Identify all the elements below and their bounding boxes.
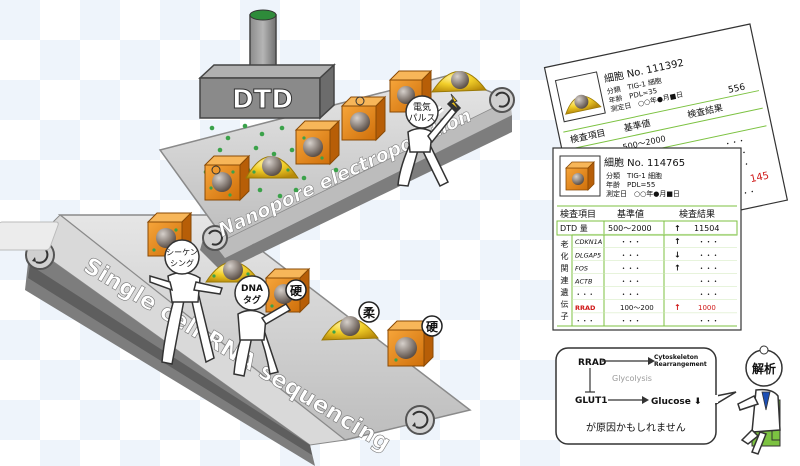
front-card-title: 細胞 No. 114765 xyxy=(604,156,685,169)
svg-text:柔: 柔 xyxy=(362,305,376,320)
pathway-rrad: RRAD xyxy=(578,358,606,368)
sequencing-label-2: シング xyxy=(170,258,194,268)
upper-roller-right xyxy=(489,87,515,113)
upper-cell-soft-2 xyxy=(431,71,487,93)
front-card-item-0: DTD 量 xyxy=(560,224,588,233)
pathway-cytoskeleton-1: Cytoskeleton xyxy=(654,354,698,361)
front-card-item-5: ・・・ xyxy=(575,291,595,299)
svg-text:年齢 PDL=55: 年齢 PDL=55 xyxy=(606,180,655,189)
front-card-col-item: 検査項目 xyxy=(560,208,596,220)
front-card-result-5: ・・・ xyxy=(698,291,719,299)
lower-belt-panel xyxy=(0,221,59,251)
front-card-item-7: ・・・ xyxy=(575,317,595,325)
back-card-dtd-result: 556 xyxy=(727,82,746,95)
pathway-glucose: Glucose xyxy=(651,397,691,407)
front-card-side-char-3: 連 xyxy=(561,275,569,285)
electric-pulse-label-2: パルス xyxy=(408,113,435,124)
pathway-glycolysis: Glycolysis xyxy=(612,374,652,383)
soft-badge: 柔 xyxy=(358,301,380,323)
front-card-item-2: DLGAP5 xyxy=(575,251,601,259)
front-card-standard-3: ・・・ xyxy=(620,264,641,272)
dtd-machine-label: DTD xyxy=(232,85,293,115)
front-card-result-0: 11504 xyxy=(694,224,719,233)
upper-cell-cube-3 xyxy=(340,95,387,142)
analyst-tie xyxy=(761,391,771,411)
front-card-arrow-icon-1: ↑ xyxy=(674,237,681,246)
hard-badge-2: 硬 xyxy=(421,315,443,337)
upper-roller-left xyxy=(202,225,228,251)
front-card-col-standard: 基準値 xyxy=(617,208,644,220)
front-card-result-6: 1000 xyxy=(698,304,716,312)
front-card-side-char-5: 伝 xyxy=(561,299,569,309)
lower-cell-soft-2 xyxy=(321,316,379,341)
front-card-standard-0: 500〜2000 xyxy=(608,224,652,233)
front-card-standard-6: 100〜200 xyxy=(620,304,654,312)
back-card-rrad-result: 145 xyxy=(749,170,770,185)
front-card-side-char-6: 子 xyxy=(561,312,569,321)
front-card-side-char-4: 遺 xyxy=(561,287,569,297)
result-card-front: 細胞 No. 114765 分類 TIG-1 細胞 年齢 PDL=55 測定日 … xyxy=(552,147,742,331)
front-card-item-4: ACTB xyxy=(574,278,593,286)
front-card-standard-5: ・・・ xyxy=(620,291,641,299)
front-card-result-2: ・・・ xyxy=(698,251,719,259)
front-card-side-char-0: 老 xyxy=(561,239,569,249)
dna-tag-label-2: タグ xyxy=(243,294,261,306)
front-card-arrow-icon-3: ↑ xyxy=(674,263,681,272)
sequencing-worker: シーケン シング xyxy=(149,239,223,365)
front-card-arrow-icon-6: ↑ xyxy=(674,303,681,312)
dna-tag-worker: DNA タグ xyxy=(233,275,292,377)
analysis-label: 解析 xyxy=(752,361,776,376)
front-card-standard-4: ・・・ xyxy=(620,278,641,286)
pathway-glut1: GLUT1 xyxy=(575,396,608,406)
svg-text:硬: 硬 xyxy=(426,320,439,334)
svg-text:測定日 ○○年●月■日: 測定日 ○○年●月■日 xyxy=(606,189,680,198)
electric-pulse-worker: 電気 パルス xyxy=(397,95,462,188)
lightning-icon xyxy=(450,93,460,111)
pathway-cytoskeleton-2: Rearrangement xyxy=(654,361,707,368)
glucose-down-arrow-icon: ⬇ xyxy=(694,397,702,407)
front-card-side-char-1: 化 xyxy=(561,251,569,261)
electric-pulse-label-1: 電気 xyxy=(413,101,431,113)
front-card-arrow-icon-2: ↓ xyxy=(674,250,681,259)
front-card-result-4: ・・・ xyxy=(698,278,719,286)
front-card-arrow-icon-0: ↑ xyxy=(674,224,681,233)
front-card-standard-2: ・・・ xyxy=(620,251,641,259)
dna-tag-label-1: DNA xyxy=(241,284,263,294)
front-card-standard-1: ・・・ xyxy=(620,238,641,246)
analyst-figure: 解析 xyxy=(737,345,783,455)
front-card-item-6: RRAD xyxy=(575,304,596,312)
front-card-result-7: ・・・ xyxy=(698,317,719,325)
sequencing-label-1: シーケン xyxy=(166,248,198,257)
pathway-box: RRAD Glycolysis Cytoskeleton Rearrangeme… xyxy=(555,347,737,445)
lower-roller-right xyxy=(405,405,435,435)
svg-text:硬: 硬 xyxy=(290,284,303,298)
upper-cell-soft-1 xyxy=(245,156,299,179)
front-card-col-result: 検査結果 xyxy=(679,208,715,220)
front-card-standard-7: ・・・ xyxy=(620,317,641,325)
upper-cell-cube-2 xyxy=(294,119,341,166)
pathway-conclusion: が原因かもしれません xyxy=(586,421,686,434)
front-card-result-1: ・・・ xyxy=(698,238,719,246)
upper-cell-cube-1 xyxy=(203,154,251,202)
front-card-result-3: ・・・ xyxy=(698,264,719,272)
front-card-side-char-2: 関 xyxy=(561,264,569,273)
dtd-machine: DTD xyxy=(198,9,336,120)
hard-badge-1: 硬 xyxy=(285,279,307,301)
svg-text:分類 TIG-1 細胞: 分類 TIG-1 細胞 xyxy=(606,171,662,180)
front-card-item-3: FOS xyxy=(575,264,588,272)
front-card-item-1: CDKN1A xyxy=(575,238,602,246)
